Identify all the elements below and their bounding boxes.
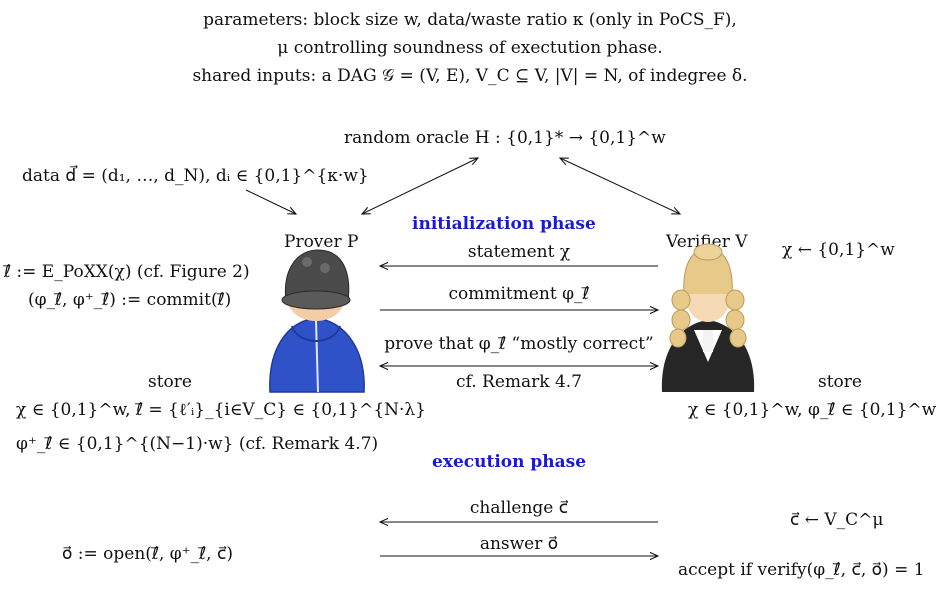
execution-phase-title: execution phase [432,452,587,472]
data-prover-arrow [245,189,296,214]
judge-verifier-icon [661,243,755,392]
prover-figure-icon [269,249,365,393]
accept-line: accept if verify(φ_ℓ⃗, c⃗, o⃗) = 1 [678,560,925,580]
prover-encode-line: ℓ⃗ := E_PoXX(χ) (cf. Figure 2) [4,262,250,282]
oracle-verifier-arrow [560,158,680,214]
prove-message: prove that φ_ℓ⃗ “mostly correct” [384,334,654,354]
soundness-line: μ controlling soundness of exectution ph… [277,38,663,58]
verifier-store-line1: χ ∈ {0,1}^w, φ_ℓ⃗ ∈ {0,1}^w [688,400,937,420]
shared-inputs-line: shared inputs: a DAG 𝒢 = (V, E), V_C ⊆ V… [192,66,748,86]
prover-title: Prover P [284,232,359,252]
verifier-title: Verifier V [666,232,748,252]
random-oracle-label: random oracle H : {0,1}* → {0,1}^w [344,128,666,148]
open-line: o⃗ := open(ℓ⃗, φ⁺_ℓ⃗, c⃗) [62,544,233,564]
prover-store-line2: φ⁺_ℓ⃗ ∈ {0,1}^{(N−1)·w} (cf. Remark 4.7) [16,434,379,454]
prover-store-title: store [148,372,192,392]
oracle-prover-arrow [362,158,478,214]
challenge-message: challenge c⃗ [469,498,569,518]
prover-commit-line: (φ_ℓ⃗, φ⁺_ℓ⃗) := commit(ℓ⃗) [28,290,232,310]
initialization-phase-title: initialization phase [412,214,596,234]
verifier-store-title: store [818,372,862,392]
answer-message: answer o⃗ [479,534,559,554]
remark-message: cf. Remark 4.7 [456,372,582,392]
commitment-message: commitment φ_ℓ⃗ [448,284,590,304]
params-line: parameters: block size w, data/waste rat… [203,10,737,30]
verifier-challenge-sample: χ ← {0,1}^w [782,240,895,260]
challenge-sample-line: c⃗ ← V_C^μ [790,510,884,530]
data-label: data d⃗ = (d₁, …, d_N), dᵢ ∈ {0,1}^{κ·w} [22,166,369,186]
prover-store-line1: χ ∈ {0,1}^w, ℓ⃗ = {ℓ′ᵢ}_{i∈V_C} ∈ {0,1}^… [16,400,427,420]
statement-message: statement χ [467,242,571,262]
